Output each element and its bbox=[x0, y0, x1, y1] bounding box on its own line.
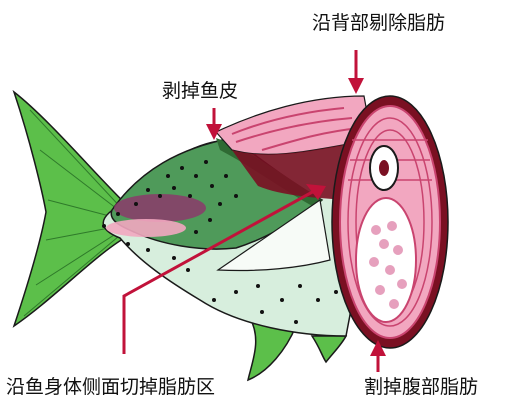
label-remove-back-fat: 沿背部剔除脂肪 bbox=[312, 14, 445, 33]
label-cut-side-fat: 沿鱼身体侧面切掉脂肪区 bbox=[6, 378, 215, 397]
label-remove-belly-fat: 割掉腹部脂肪 bbox=[364, 378, 478, 397]
label-remove-skin: 剥掉鱼皮 bbox=[162, 82, 238, 101]
belly-fat bbox=[356, 198, 416, 322]
lateral-stripe bbox=[114, 194, 206, 222]
anal-fin bbox=[312, 336, 346, 362]
